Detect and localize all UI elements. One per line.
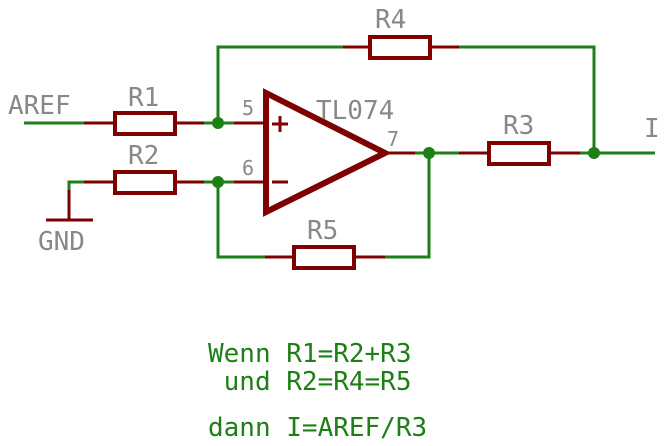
label-r1: R1 bbox=[128, 83, 159, 113]
pin-7: 7 bbox=[387, 127, 399, 151]
label-r5: R5 bbox=[307, 216, 338, 246]
resistor-r5[interactable] bbox=[292, 245, 356, 270]
label-opamp: TL074 bbox=[316, 96, 394, 126]
resistor-r4[interactable] bbox=[368, 35, 432, 60]
label-output-i: I bbox=[644, 114, 660, 144]
junction-out bbox=[423, 147, 435, 159]
note-line-2: und R2=R4=R5 bbox=[208, 367, 412, 397]
junction-noninv bbox=[212, 117, 224, 129]
label-r3: R3 bbox=[503, 111, 534, 141]
junction-load bbox=[588, 147, 600, 159]
note-line-1: Wenn R1=R2+R3 bbox=[208, 339, 412, 369]
wire-r4-left bbox=[216, 45, 343, 123]
junction-inv bbox=[212, 176, 224, 188]
pin-6: 6 bbox=[242, 156, 254, 180]
wire-r4-right bbox=[459, 45, 596, 153]
label-r2: R2 bbox=[128, 141, 159, 171]
wire-r5-right bbox=[385, 153, 431, 259]
resistor-r3[interactable] bbox=[487, 141, 551, 166]
label-aref: AREF bbox=[8, 91, 71, 121]
opamp-tl074[interactable] bbox=[263, 88, 392, 217]
wire-gnd bbox=[67, 180, 84, 190]
label-gnd: GND bbox=[38, 227, 85, 257]
resistor-r1[interactable] bbox=[113, 111, 177, 136]
label-r4: R4 bbox=[375, 5, 406, 35]
pin-5: 5 bbox=[242, 96, 254, 120]
wire-r5-left bbox=[216, 182, 265, 259]
resistor-r2[interactable] bbox=[113, 170, 177, 195]
note-line-3: dann I=AREF/R3 bbox=[208, 413, 427, 443]
